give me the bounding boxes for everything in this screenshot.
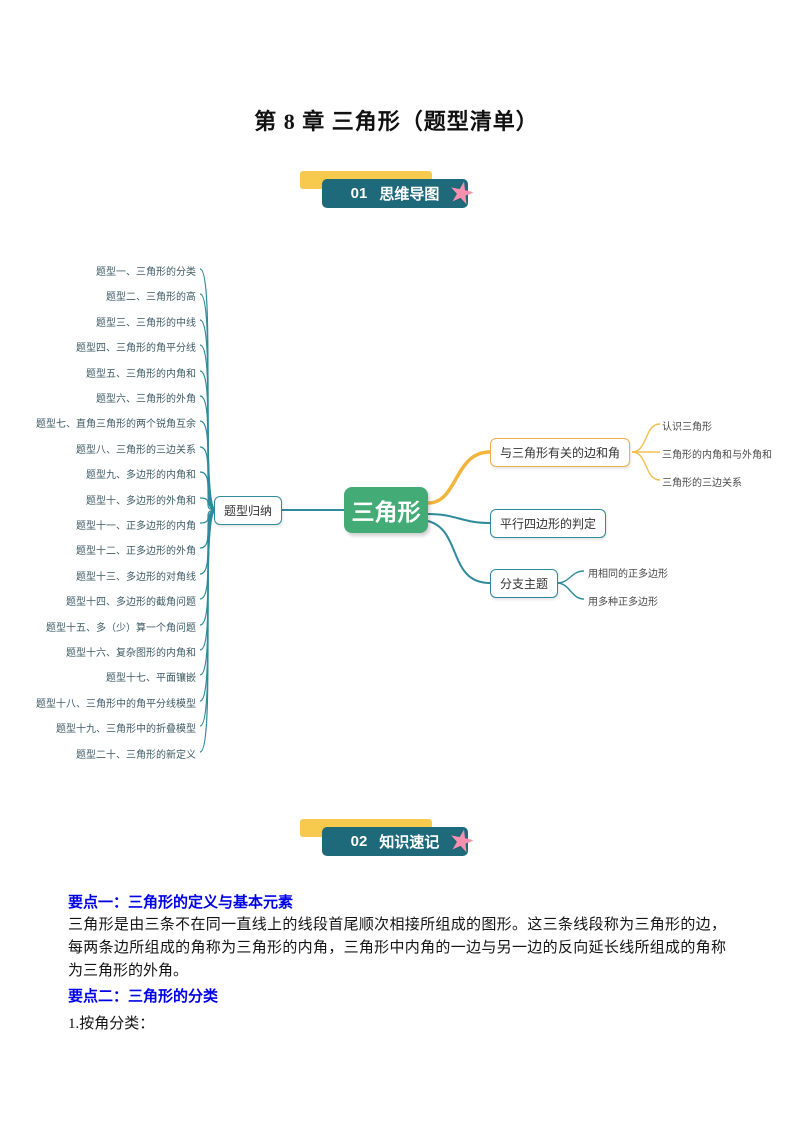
mindmap-left-item: 题型六、三角形的外角 [96, 394, 196, 405]
mindmap-child-label: 三角形的内角和与外角和 [662, 450, 772, 461]
mindmap-left-item: 题型十八、三角形中的角平分线模型 [36, 699, 196, 710]
header-band: 02 知识速记 [322, 827, 468, 856]
mindmap-left-item: 题型十七、平面镶嵌 [106, 673, 196, 684]
mindmap-group-node: 题型归纳 [214, 496, 283, 525]
mindmap-left-item: 题型四、三角形的角平分线 [76, 343, 196, 354]
mindmap-child-label: 认识三角形 [662, 422, 712, 433]
mindmap-child-label: 用相同的正多边形 [588, 569, 668, 580]
mindmap-left-item: 题型一、三角形的分类 [96, 267, 196, 278]
mindmap-left-item: 题型十九、三角形中的折叠模型 [56, 724, 196, 735]
star-icon: ★ [444, 822, 479, 861]
section-header-knowledge: 02 知识速记 ★ [298, 819, 508, 871]
mindmap-left-item: 题型十四、多边形的截角问题 [66, 597, 196, 608]
keypoint2-line: 1.按角分类： [68, 1016, 155, 1032]
mindmap-left-item: 题型十六、复杂图形的内角和 [66, 648, 196, 659]
mindmap-child-label: 用多种正多边形 [588, 597, 658, 608]
mindmap-left-item: 题型二、三角形的高 [106, 292, 196, 303]
mindmap-left-item: 题型八、三角形的三边关系 [76, 445, 196, 456]
mindmap-left-item: 题型十、多边形的外角和 [86, 496, 196, 507]
mindmap-branch-node-subtopic: 分支主题 [490, 569, 559, 598]
header-band: 01 思维导图 [322, 179, 468, 208]
keypoint1-body: 三角形是由三条不在同一直线上的线段首尾顺次相接所组成的图形。这三条线段称为三角形… [68, 917, 726, 979]
mindmap-root-node: 三角形 [344, 487, 428, 533]
mindmap-left-item: 题型七、直角三角形的两个锐角互余 [36, 419, 196, 430]
mindmap-left-item: 题型十二、正多边形的外角 [76, 546, 196, 557]
mindmap-branch-node-edges-angles: 与三角形有关的边和角 [490, 438, 631, 467]
knowledge-notes: 要点一：三角形的定义与基本元素 三角形是由三条不在同一直线上的线段首尾顺次相接所… [68, 889, 726, 1033]
mindmap-left-item: 题型九、多边形的内角和 [86, 470, 196, 481]
mindmap-branch-node-parallelogram: 平行四边形的判定 [490, 509, 607, 538]
mindmap-left-item: 题型三、三角形的中线 [96, 318, 196, 329]
section-number: 01 [350, 185, 368, 202]
mindmap-left-item: 题型十五、多（少）算一个角问题 [46, 623, 196, 634]
mindmap-left-item: 题型十一、正多边形的内角 [76, 521, 196, 532]
page-title: 第 8 章 三角形（题型清单） [254, 109, 539, 134]
section-number: 02 [350, 833, 368, 850]
mindmap-left-item: 题型二十、三角形的新定义 [76, 750, 196, 761]
section-header-mindmap: 01 思维导图 ★ [298, 171, 508, 223]
mindmap-left-item: 题型十三、多边形的对角线 [76, 572, 196, 583]
mindmap-diagram: 题型一、三角形的分类 题型二、三角形的高 题型三、三角形的中线 题型四、三角形的… [36, 267, 772, 761]
keypoint2-heading: 要点二：三角形的分类 [68, 989, 219, 1005]
section-label: 思维导图 [379, 186, 440, 203]
mindmap-child-label: 三角形的三边关系 [662, 478, 742, 489]
keypoint1-heading: 要点一：三角形的定义与基本元素 [68, 895, 294, 911]
section-label: 知识速记 [379, 834, 440, 851]
mindmap-connectors [199, 268, 661, 753]
mindmap-left-item: 题型五、三角形的内角和 [86, 369, 196, 380]
